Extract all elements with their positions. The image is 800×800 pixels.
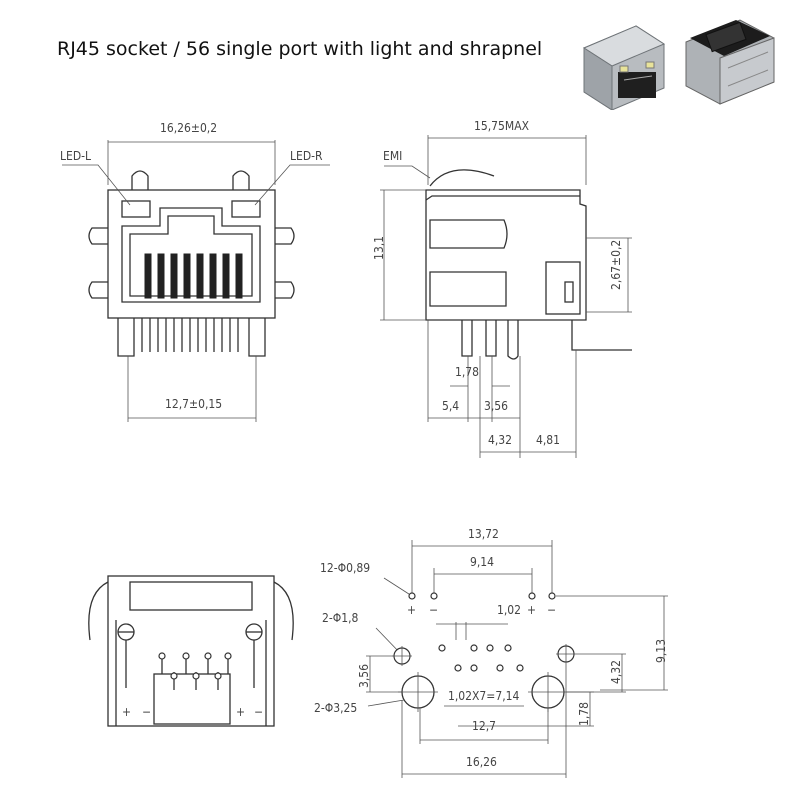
page-title: RJ45 socket / 56 single port with light … [57, 38, 543, 60]
fp-1372-dim: 13,72 [468, 527, 499, 541]
fp-plus-l: + [407, 603, 416, 617]
fp-914-dim: 9,14 [470, 555, 494, 569]
led-right-label: LED-R [290, 149, 323, 163]
side-depth-dim: 15,75MAX [474, 119, 530, 133]
front-view: 16,26±0,2 LED-L LED-R [60, 121, 330, 422]
bottom-led-plus-1: + [122, 705, 131, 719]
front-pin-span-dim: 12,7±0,15 [165, 397, 222, 411]
fp-holes-2-325: 2-Φ3,25 [314, 701, 357, 715]
side-432-dim: 4,32 [488, 433, 512, 447]
fp-1626-dim: 16,26 [466, 755, 497, 769]
emi-label: EMI [383, 149, 402, 163]
led-left-label: LED-L [60, 149, 91, 163]
bottom-led-plus-2: + [236, 705, 245, 719]
fp-holes-12: 12-Φ0,89 [320, 561, 370, 575]
side-178-dim: 1,78 [455, 365, 479, 379]
contact-pins [144, 253, 243, 299]
bottom-view: + − + − [88, 575, 294, 727]
rj45-photo-front [582, 25, 666, 110]
fp-178-dim: 1,78 [577, 702, 591, 726]
bottom-led-minus-2: − [254, 705, 263, 719]
fp-pitch-label: 1,02X7=7,14 [448, 689, 520, 703]
side-267-dim: 2,67±0,2 [609, 240, 623, 290]
pcb-footprint: 13,72 9,14 12-Φ0,89 + − + − 1,02 9,13 2-… [314, 527, 668, 778]
fp-holes-2-18: 2-Φ1,8 [322, 611, 359, 625]
bottom-led-minus-1: − [142, 705, 151, 719]
side-356-dim: 3,56 [484, 399, 508, 413]
side-481-dim: 4,81 [536, 433, 560, 447]
fp-127-dim: 12,7 [472, 719, 496, 733]
fp-minus-r: − [547, 603, 556, 617]
rj45-photo-back [685, 19, 775, 105]
fp-356-dim: 3,56 [357, 664, 371, 688]
fp-102-dim: 1,02 [497, 603, 521, 617]
side-view: 15,75MAX EMI 13,1 2,67±0,2 [372, 119, 632, 458]
side-54-dim: 5,4 [442, 399, 459, 413]
front-width-dim: 16,26±0,2 [160, 121, 217, 135]
fp-plus-r: + [527, 603, 536, 617]
fp-minus-l: − [429, 603, 438, 617]
side-height-dim: 13,1 [372, 236, 386, 260]
fp-913-dim: 9,13 [654, 639, 668, 663]
fp-432-dim: 4,32 [609, 660, 623, 684]
